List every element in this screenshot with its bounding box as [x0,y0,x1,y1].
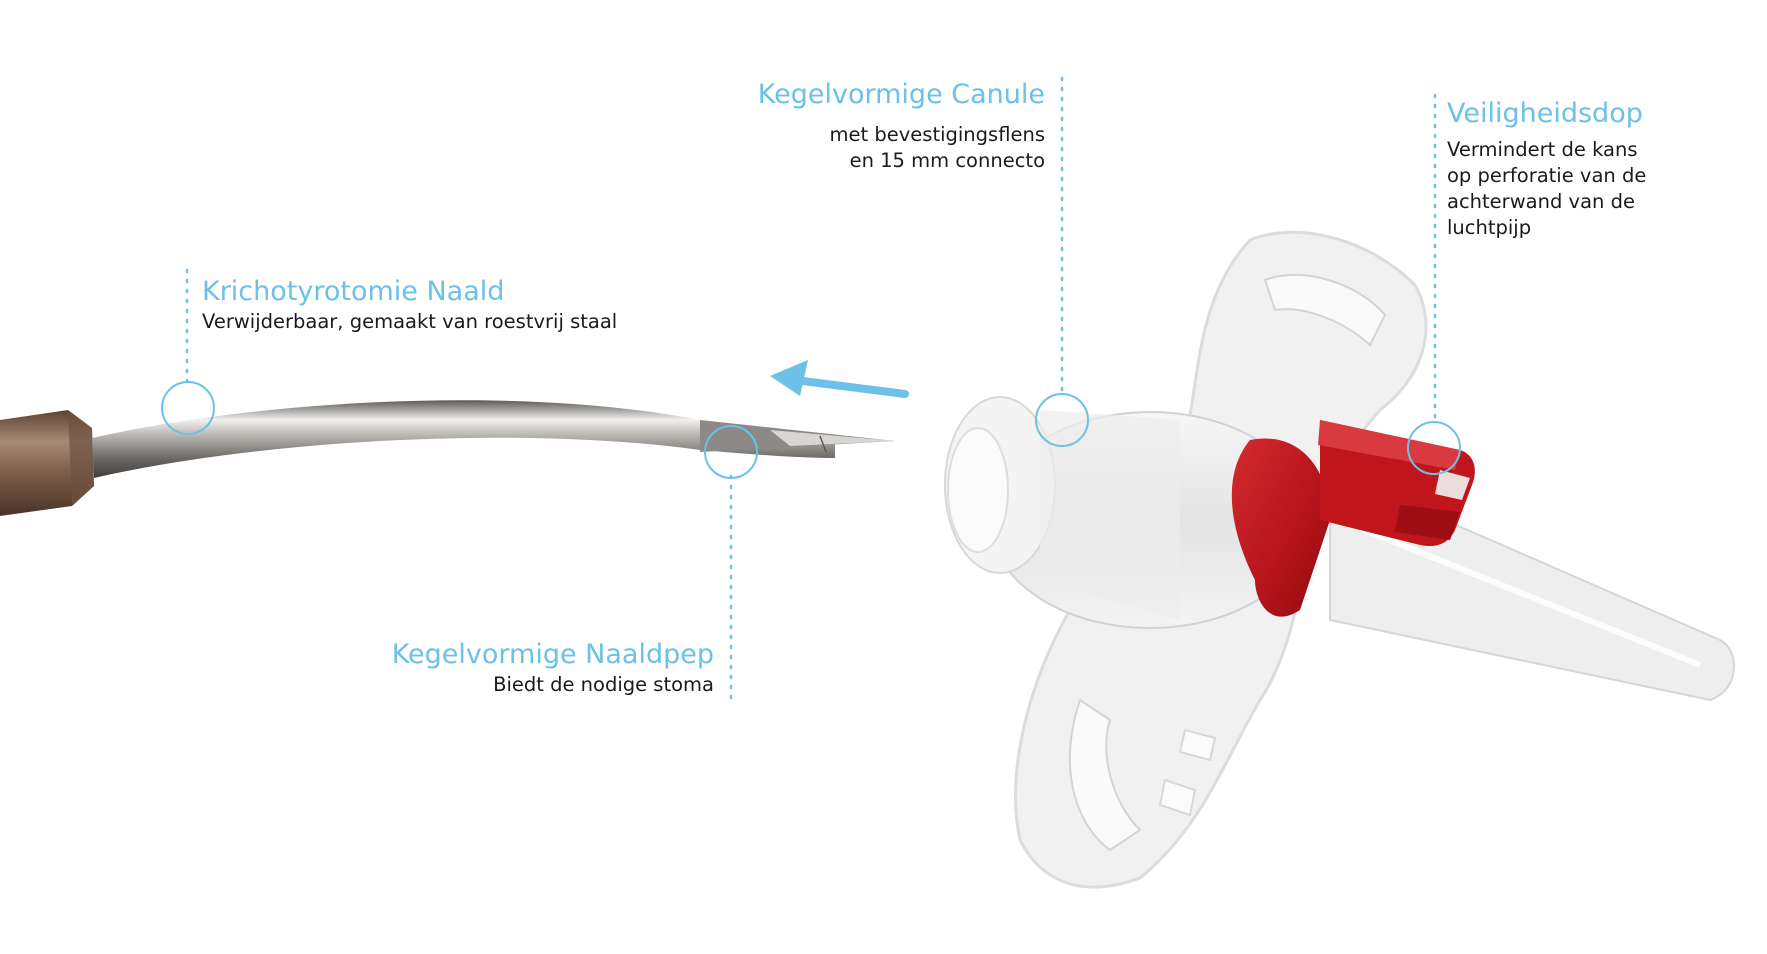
cannula-callout-desc: met bevestigingsflens en 15 mm connecto [758,122,1045,174]
cannula-callout-desc-line: met bevestigingsflens [829,123,1045,146]
tip-callout-title: Kegelvormige Naaldpep [391,639,714,670]
cap-callout-desc-line: achterwand van de [1447,190,1635,213]
cap-callout-desc-line: Vermindert de kans [1447,138,1638,161]
needle-callout-desc: Verwijderbaar, gemaakt van roestvrij sta… [202,309,617,335]
tip-callout: Kegelvormige Naaldpep Biedt de nodige st… [392,638,714,698]
cannula-callout-desc-line: en 15 mm connecto [849,149,1045,172]
tip-callout-desc-line: Biedt de nodige stoma [493,673,714,696]
cap-callout-desc-line: luchtpijp [1447,216,1532,239]
cap-callout: Veiligheidsdop Vermindert de kans op per… [1447,97,1646,241]
needle-marker [161,381,215,435]
cannula-marker [1035,393,1089,447]
cannula-callout-title: Kegelvormige Canule [757,79,1045,110]
needle-callout: Krichotyrotomie Naald Verwijderbaar, gem… [202,275,617,335]
cannula-callout: Kegelvormige Canule met bevestigingsflen… [758,78,1045,174]
needle-hub [0,410,94,516]
needle-callout-desc-line: Verwijderbaar, gemaakt van roestvrij sta… [202,310,618,333]
tip-marker [704,425,758,479]
safety-cap [1231,420,1475,617]
needle-shaft [92,400,895,478]
callout-markers [161,381,1461,479]
callout-lines [185,76,1437,705]
needle-callout-title: Krichotyrotomie Naald [202,276,505,307]
direction-arrow [770,360,909,398]
tip-callout-desc: Biedt de nodige stoma [392,672,714,698]
cap-callout-desc-line: op perforatie van de [1447,164,1647,187]
cap-callout-desc: Vermindert de kans op perforatie van de … [1447,137,1646,241]
cap-callout-title: Veiligheidsdop [1447,98,1643,129]
cap-marker [1407,421,1461,475]
